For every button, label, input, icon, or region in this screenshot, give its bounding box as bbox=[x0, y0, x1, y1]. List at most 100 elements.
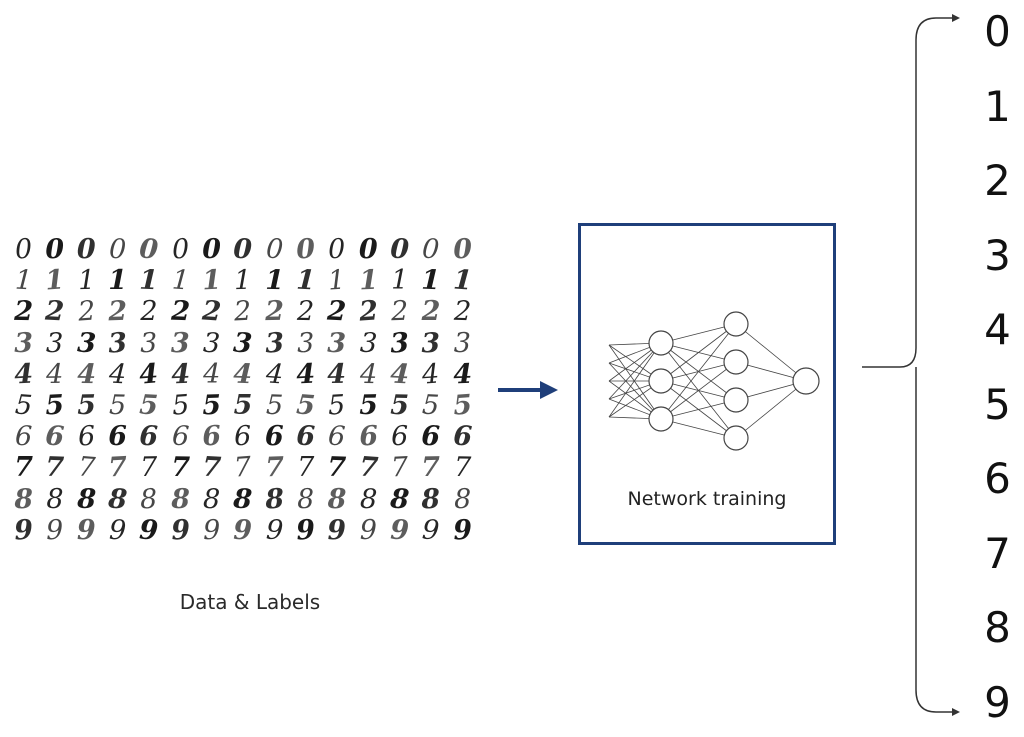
digit-sample: 3 bbox=[170, 327, 190, 359]
digit-sample: 0 bbox=[452, 233, 473, 266]
digit-sample: 7 bbox=[107, 452, 128, 484]
digit-sample: 0 bbox=[201, 233, 222, 266]
digit-sample: 1 bbox=[201, 264, 222, 297]
digit-sample: 8 bbox=[13, 483, 34, 516]
digit-sample: 3 bbox=[202, 327, 221, 359]
digit-sample: 9 bbox=[327, 514, 347, 547]
digit-sample: 2 bbox=[201, 295, 223, 329]
digit-sample: 2 bbox=[76, 295, 96, 329]
output-class-label: 5 bbox=[984, 379, 1011, 429]
digit-sample: 6 bbox=[170, 420, 190, 453]
digit-sample: 4 bbox=[13, 358, 34, 391]
digit-sample: 1 bbox=[327, 264, 347, 297]
output-class-label: 7 bbox=[984, 528, 1011, 578]
digit-sample: 1 bbox=[264, 265, 284, 297]
digit-sample: 9 bbox=[264, 514, 284, 547]
digit-sample: 1 bbox=[234, 265, 252, 297]
digit-sample: 6 bbox=[264, 421, 284, 453]
network-node bbox=[648, 368, 674, 394]
digit-sample: 2 bbox=[453, 296, 472, 328]
digit-sample: 2 bbox=[296, 296, 315, 328]
digit-sample: 1 bbox=[14, 264, 34, 297]
digit-sample: 6 bbox=[76, 420, 96, 453]
digit-sample: 1 bbox=[139, 264, 159, 297]
digit-sample: 5 bbox=[76, 389, 96, 422]
network-edge bbox=[608, 344, 662, 420]
digit-sample: 4 bbox=[452, 358, 473, 391]
digit-sample: 6 bbox=[358, 420, 379, 453]
digit-sample: 2 bbox=[326, 296, 348, 328]
digit-sample: 8 bbox=[107, 483, 129, 516]
digit-sample: 3 bbox=[327, 327, 347, 359]
digit-sample: 8 bbox=[170, 483, 190, 515]
digit-sample: 1 bbox=[170, 264, 190, 297]
digit-sample: 8 bbox=[263, 483, 285, 516]
output-class-label: 6 bbox=[984, 454, 1011, 503]
digit-sample: 9 bbox=[138, 514, 160, 547]
digit-sample: 7 bbox=[264, 452, 285, 484]
digit-sample: 0 bbox=[76, 234, 96, 266]
network-edge bbox=[735, 380, 807, 439]
digit-sample: 2 bbox=[357, 295, 379, 329]
digit-sample: 2 bbox=[44, 296, 66, 328]
digit-sample: 4 bbox=[203, 358, 221, 390]
digit-sample: 3 bbox=[264, 327, 285, 360]
digit-sample: 6 bbox=[390, 421, 409, 453]
digit-sample: 6 bbox=[421, 421, 441, 453]
digit-sample: 0 bbox=[138, 233, 160, 266]
digit-sample: 0 bbox=[108, 233, 127, 266]
digit-sample: 5 bbox=[201, 389, 222, 422]
digit-sample: 4 bbox=[389, 358, 410, 391]
digit-sample: 8 bbox=[453, 483, 472, 515]
digit-sample: 3 bbox=[107, 327, 129, 360]
digit-sample: 6 bbox=[327, 420, 347, 453]
network-edge bbox=[660, 323, 737, 382]
digit-sample: 6 bbox=[452, 420, 473, 453]
digit-sample: 8 bbox=[296, 483, 315, 515]
digit-sample: 6 bbox=[201, 420, 223, 453]
digit-sample: 4 bbox=[233, 358, 253, 391]
output-class-label: 1 bbox=[984, 81, 1011, 131]
digit-sample: 4 bbox=[295, 358, 316, 391]
digit-sample: 8 bbox=[327, 483, 347, 515]
digit-sample: 2 bbox=[13, 296, 34, 328]
network-edge bbox=[608, 342, 662, 418]
digit-sample: 2 bbox=[233, 296, 253, 328]
digit-sample: 1 bbox=[421, 264, 441, 297]
digit-sample: 2 bbox=[140, 296, 158, 328]
digit-sample: 7 bbox=[357, 451, 379, 485]
digit-sample: 3 bbox=[389, 327, 411, 360]
digit-sample: 3 bbox=[76, 327, 97, 360]
digit-sample: 7 bbox=[233, 451, 253, 485]
output-class-label: 2 bbox=[984, 156, 1011, 205]
network-node bbox=[723, 349, 749, 375]
digit-sample: 5 bbox=[265, 389, 284, 422]
network-edge bbox=[735, 323, 807, 382]
digit-sample: 4 bbox=[170, 358, 191, 391]
output-class-label: 4 bbox=[984, 305, 1011, 354]
digit-sample: 8 bbox=[202, 483, 221, 515]
digit-sample: 5 bbox=[451, 389, 473, 422]
output-class-label: 0 bbox=[984, 7, 1011, 56]
digit-sample: 3 bbox=[232, 327, 254, 360]
digit-sample: 2 bbox=[170, 296, 191, 328]
network-node bbox=[723, 311, 749, 337]
neural-network-icon bbox=[608, 311, 820, 451]
flow-arrow-icon bbox=[498, 381, 558, 399]
digit-sample: 9 bbox=[170, 514, 191, 547]
digit-sample: 0 bbox=[264, 233, 284, 266]
digit-sample: 5 bbox=[389, 389, 410, 422]
digit-sample: 3 bbox=[296, 327, 315, 359]
digit-sample: 0 bbox=[421, 233, 441, 266]
network-node bbox=[792, 367, 820, 395]
network-node bbox=[723, 425, 749, 451]
digit-sample: 0 bbox=[233, 233, 253, 266]
data-labels-caption: Data & Labels bbox=[179, 590, 321, 614]
digit-sample: 8 bbox=[389, 483, 411, 516]
